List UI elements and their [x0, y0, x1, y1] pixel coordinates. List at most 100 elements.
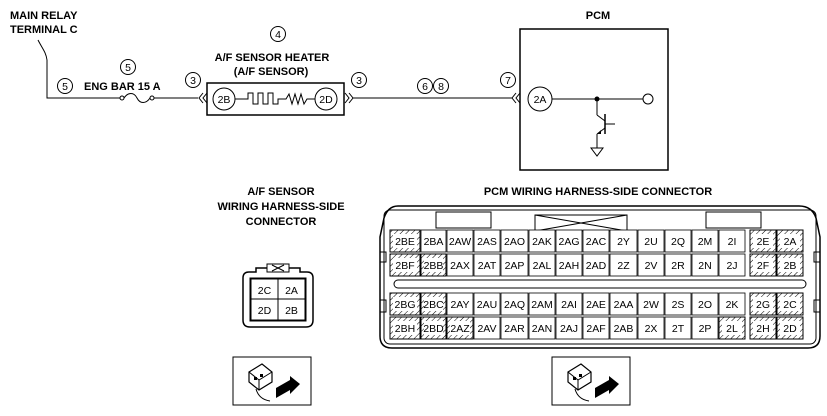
pcm-connector-pin: 2AO	[500, 229, 529, 253]
pcm-connector-pin-label: 2L	[726, 323, 738, 335]
af-connector-label-3: CONNECTOR	[246, 216, 317, 228]
pcm-connector-pin-label: 2AD	[586, 260, 607, 272]
callout-pcm-in	[500, 72, 516, 88]
pcm-connector-pin-label: 2R	[671, 260, 685, 272]
heater-label: A/F SENSOR HEATER	[215, 52, 330, 64]
pcm-connector-pin-label: 2A	[784, 236, 797, 248]
pcm-connector-pin: 2BE	[389, 229, 421, 253]
callout-heater-right	[351, 72, 367, 88]
pcm-connector-pin: 2AP	[500, 253, 529, 277]
pcm-connector-pin: 2Q	[664, 229, 692, 253]
pcm-connector-pin-label: 2AS	[477, 236, 497, 248]
pcm-connector-pin-label: 2AR	[504, 323, 525, 335]
fuse-symbol	[119, 93, 155, 103]
pcm-connector-pin: 2BB	[420, 253, 447, 277]
pcm-connector-pin-label: 2AM	[531, 299, 553, 311]
connector-chevron-left	[198, 92, 208, 104]
callout-heater-right-number: 3	[356, 75, 362, 87]
callout-fuse-top-number: 5	[125, 62, 131, 74]
pcm-connector-pin-label: 2O	[698, 299, 712, 311]
callout-heater-number: 4	[275, 29, 281, 41]
pcm-connector-pin: 2AR	[500, 316, 529, 340]
connector-chevron-pcm	[511, 92, 521, 104]
pcm-connector-pin-label: 2M	[698, 236, 713, 248]
callout-heater	[270, 26, 286, 42]
pcm-transistor-circuit	[552, 93, 654, 157]
pcm-connector-pin: 2AS	[473, 229, 501, 253]
pcm-connector-pin: 2AC	[582, 229, 610, 253]
pcm-connector-pin: 2S	[664, 292, 692, 316]
pcm-connector-pin-label: 2F	[757, 260, 769, 272]
pcm-terminal-2a-label: 2A	[534, 94, 547, 106]
pcm-connector-pin: 2X	[637, 316, 665, 340]
pcm-connector-pin: 2AL	[528, 253, 556, 277]
pcm-connector-pin-label: 2B	[784, 260, 797, 272]
pcm-connector-pin-label: 2G	[756, 299, 770, 311]
pcm-connector-pin: 2L	[718, 316, 746, 340]
af-connector-pin-label: 2B	[285, 305, 298, 317]
pcm-connector-pin: 2AE	[582, 292, 610, 316]
pcm-connector-pin-label: 2AI	[561, 299, 577, 311]
pcm-connector-pin-label: 2AA	[614, 299, 634, 311]
pcm-connector-pin: 2A	[776, 229, 804, 253]
pcm-connector-pin: 2AU	[473, 292, 501, 316]
callout-heater-left-number: 3	[190, 75, 196, 87]
callout-fuse-left	[57, 78, 73, 94]
heater-element-symbol	[235, 92, 315, 106]
pcm-connector-pin-label: 2AX	[450, 260, 470, 272]
pcm-connector-pin: 2AY	[446, 292, 474, 316]
af-connector-pin: 2B	[277, 298, 306, 321]
callout-wire-b-number: 8	[438, 81, 444, 93]
pcm-connector-pin-label: 2U	[644, 236, 657, 248]
pcm-connector-pin: 2AW	[446, 229, 474, 253]
pcm-connector-pin: 2AH	[555, 253, 583, 277]
pcm-connector-pin-label: 2W	[643, 299, 659, 311]
pcm-connector-pin-label: 2AJ	[560, 323, 578, 335]
connector-view-icon-pcm	[551, 356, 631, 406]
pcm-connector-pin-label: 2AZ	[450, 323, 470, 335]
pcm-connector-pin: 2D	[776, 316, 804, 340]
pcm-connector-pin: 2AZ	[446, 316, 474, 340]
pcm-connector-pin: 2BG	[389, 292, 421, 316]
main-relay-wire	[37, 39, 120, 99]
pcm-connector-pin-label: 2Z	[617, 260, 630, 272]
pcm-connector-pin: 2AN	[528, 316, 556, 340]
pcm-connector-pin-label: 2X	[645, 323, 658, 335]
af-connector-pin-label: 2A	[285, 285, 298, 297]
pcm-connector-pin-label: 2AW	[449, 236, 471, 248]
af-connector-label-1: A/F SENSOR	[247, 186, 314, 198]
eng-bar-fuse-label: ENG BAR 15 A	[84, 81, 161, 93]
pcm-connector-pin-label: 2BH	[395, 323, 415, 335]
pcm-connector-pin: 2V	[637, 253, 665, 277]
af-connector-pin: 2C	[250, 278, 279, 301]
pcm-connector-pin-label: 2Q	[671, 236, 685, 248]
pcm-connector-pin-label: 2BF	[395, 260, 414, 272]
pcm-connector-pin-label: 2AF	[586, 323, 605, 335]
pcm-connector-pin-label: 2AU	[477, 299, 497, 311]
pcm-connector-pin: 2BF	[389, 253, 421, 277]
pcm-connector-pin: 2Y	[609, 229, 638, 253]
pcm-connector-pin: 2U	[637, 229, 665, 253]
pcm-connector-pin-label: 2AQ	[504, 299, 525, 311]
main-relay-terminal-label: TERMINAL C	[10, 24, 78, 36]
pcm-connector-pin-label: 2T	[672, 323, 685, 335]
pcm-connector-pin: 2H	[749, 316, 777, 340]
heater-sublabel: (A/F SENSOR)	[234, 66, 309, 78]
pcm-connector-pin: 2AG	[555, 229, 583, 253]
pcm-connector-pin: 2E	[749, 229, 777, 253]
pcm-connector-pin: 2C	[776, 292, 804, 316]
pcm-connector-pin: 2AT	[473, 253, 501, 277]
pcm-connector-pin-label: 2AK	[532, 236, 552, 248]
af-connector-pin-label: 2D	[258, 305, 272, 317]
pcm-connector-pin: 2BD	[420, 316, 447, 340]
callout-wire-a	[417, 78, 433, 94]
pcm-connector-pin: 2T	[664, 316, 692, 340]
pcm-connector-pin-label: 2AG	[558, 236, 579, 248]
pcm-connector-pin: 2F	[749, 253, 777, 277]
pcm-connector-pin: 2I	[718, 229, 746, 253]
callout-heater-left	[185, 72, 201, 88]
pcm-connector-pin-label: 2AB	[614, 323, 634, 335]
pcm-connector-pin: 2AD	[582, 253, 610, 277]
pcm-connector-pin-label: 2AP	[505, 260, 525, 272]
